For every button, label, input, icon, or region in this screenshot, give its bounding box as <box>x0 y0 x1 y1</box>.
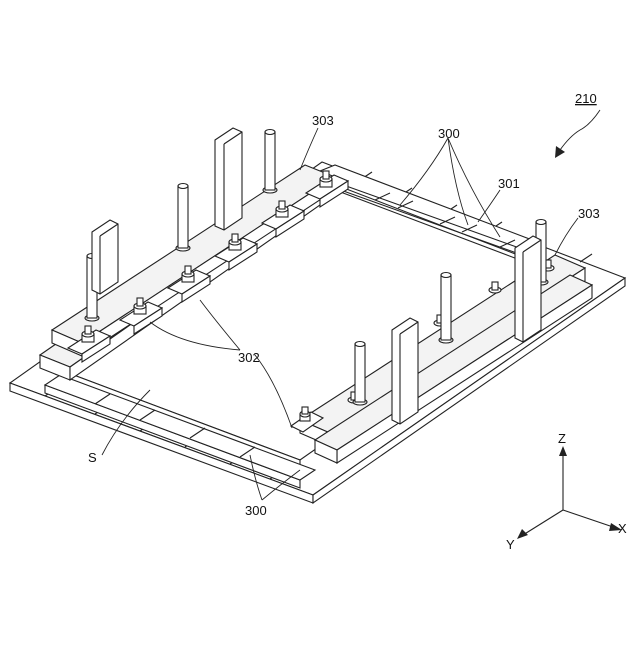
pin <box>263 130 277 194</box>
pin <box>439 273 453 344</box>
pin <box>353 342 367 406</box>
label-300-top: 300 <box>438 126 460 141</box>
label-300-bottom: 300 <box>245 503 267 518</box>
upright-plate <box>92 220 118 294</box>
axis-x-label: X <box>618 521 627 536</box>
axis-y-label: Y <box>506 537 515 552</box>
axis-z-label: Z <box>558 431 566 446</box>
upright-plate <box>215 128 242 230</box>
pin <box>176 184 190 252</box>
label-s: S <box>88 450 97 465</box>
label-301: 301 <box>498 176 520 191</box>
figure-label: 210 <box>575 91 597 106</box>
coordinate-axes: Z X Y <box>506 431 627 552</box>
figure-arrow <box>555 110 600 158</box>
label-302: 302 <box>238 350 260 365</box>
upright-plate <box>392 318 418 424</box>
upright-plate <box>515 236 541 342</box>
label-303-top: 303 <box>312 113 334 128</box>
label-303-right: 303 <box>578 206 600 221</box>
